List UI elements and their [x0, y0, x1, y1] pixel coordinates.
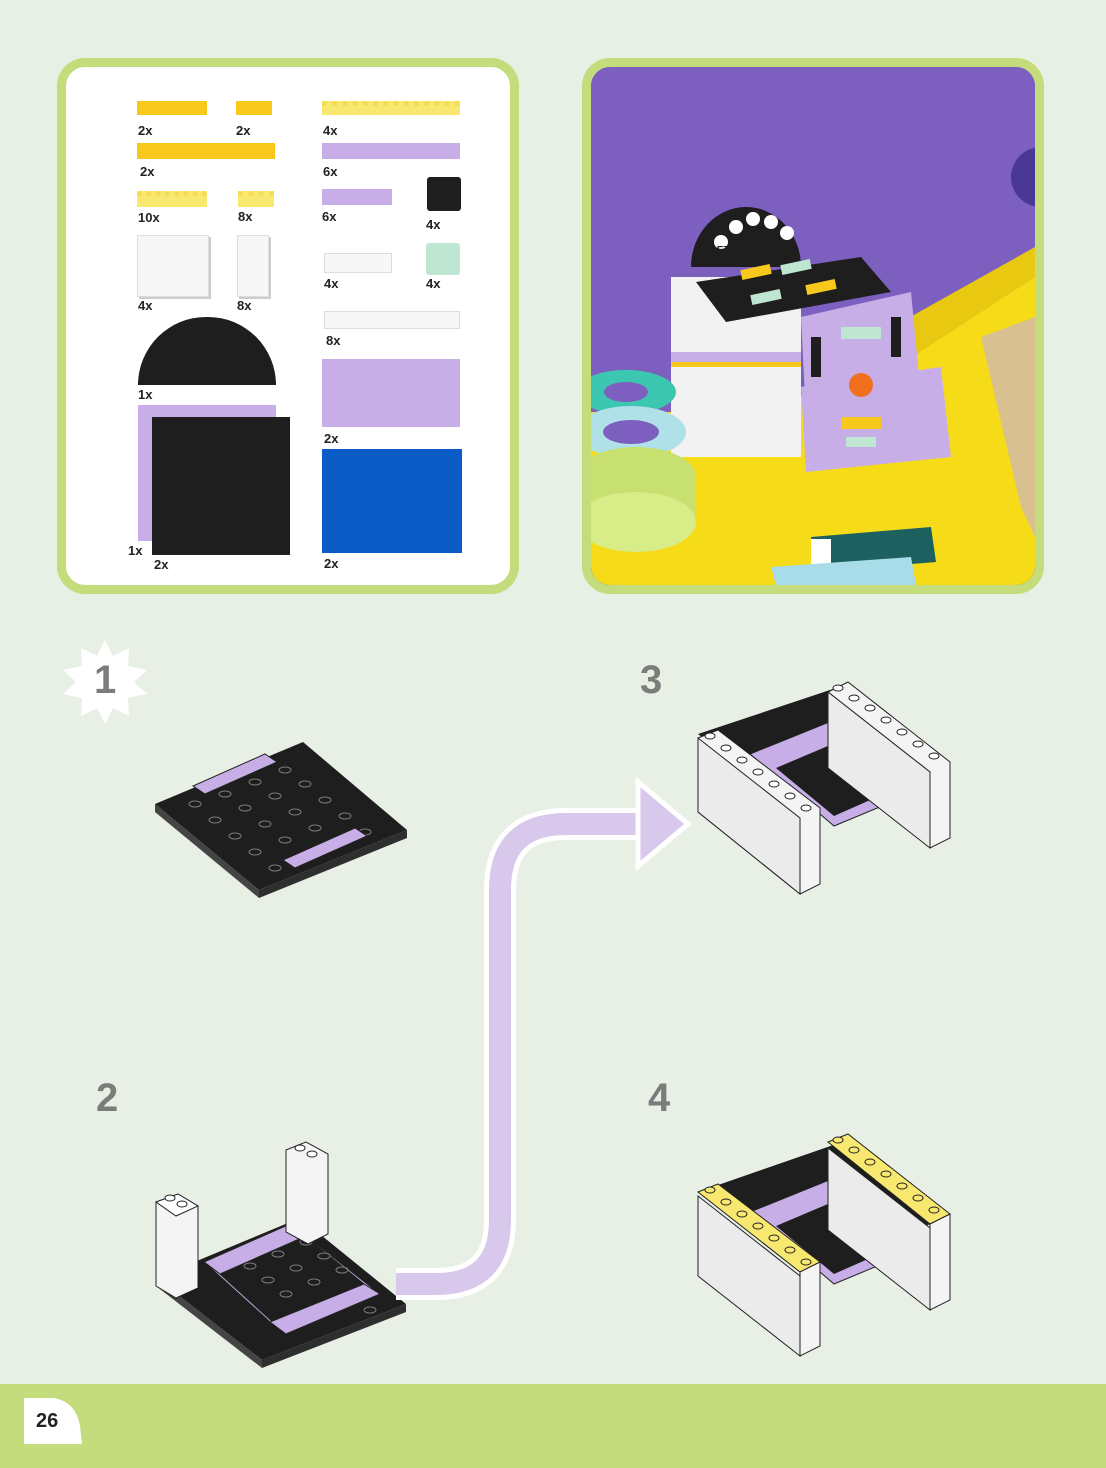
part-qty: 2x: [140, 164, 154, 179]
black-plate-8x8: [152, 417, 290, 555]
step-1-number: 1: [94, 658, 116, 703]
part-qty: 4x: [138, 298, 152, 313]
part-qty: 2x: [154, 557, 168, 572]
step-1-illustration: [155, 742, 415, 902]
blue-plate-6x8: [322, 449, 462, 553]
yellow-tile-1x2: [236, 101, 272, 115]
footer-bar: [0, 1384, 1106, 1468]
black-brick-2x2: [427, 177, 461, 211]
part-qty: 1x: [128, 543, 142, 558]
black-half-round-plate: [138, 317, 276, 385]
lavender-tile-1x8: [322, 143, 460, 159]
step-4-number: 4: [648, 1076, 670, 1121]
part-qty: 2x: [324, 431, 338, 446]
step-3-illustration: [694, 678, 954, 898]
yellow-plate-1x4: [137, 191, 207, 207]
part-qty: 4x: [323, 123, 337, 138]
part-qty: 4x: [426, 276, 440, 291]
step-3-number: 3: [640, 658, 662, 703]
part-qty: 2x: [236, 123, 250, 138]
part-qty: 6x: [323, 164, 337, 179]
part-qty: 8x: [237, 298, 251, 313]
white-panel-small: [237, 235, 269, 297]
part-qty: 2x: [324, 556, 338, 571]
part-qty: 1x: [138, 387, 152, 402]
photo-illustration: GET CRAFTY: [591, 67, 1035, 585]
white-plate-1x4: [324, 253, 392, 273]
part-qty: 10x: [138, 210, 160, 225]
part-qty: 4x: [324, 276, 338, 291]
yellow-tile-1x8: [137, 143, 275, 159]
photo-text-line-1: GET: [709, 245, 730, 256]
white-plate-1x8: [324, 311, 460, 329]
yellow-tile-1x4: [137, 101, 207, 115]
part-qty: 6x: [322, 209, 336, 224]
page-number: 26: [36, 1410, 58, 1433]
mint-bracket: [426, 243, 460, 275]
parts-list-panel: 2x 2x 4x 2x 6x 10x 8x 6x 4x 4x 8x 4x 4x …: [57, 58, 519, 594]
lavender-tile-1x4: [322, 189, 392, 205]
white-panel-large: [137, 235, 209, 297]
step-2-illustration: [150, 1138, 420, 1368]
yellow-plate-1x8: [322, 101, 460, 115]
page-number-badge: 26: [24, 1398, 82, 1444]
step-4-illustration: [694, 1134, 954, 1364]
model-photo: GET CRAFTY: [582, 58, 1044, 594]
part-qty: 8x: [326, 333, 340, 348]
lavender-plate-4x8: [322, 359, 460, 427]
part-qty: 2x: [138, 123, 152, 138]
part-qty: 4x: [426, 217, 440, 232]
flow-arrow: [390, 772, 650, 1312]
yellow-plate-1x2: [238, 191, 274, 207]
part-qty: 8x: [238, 209, 252, 224]
step-2-number: 2: [96, 1076, 118, 1121]
